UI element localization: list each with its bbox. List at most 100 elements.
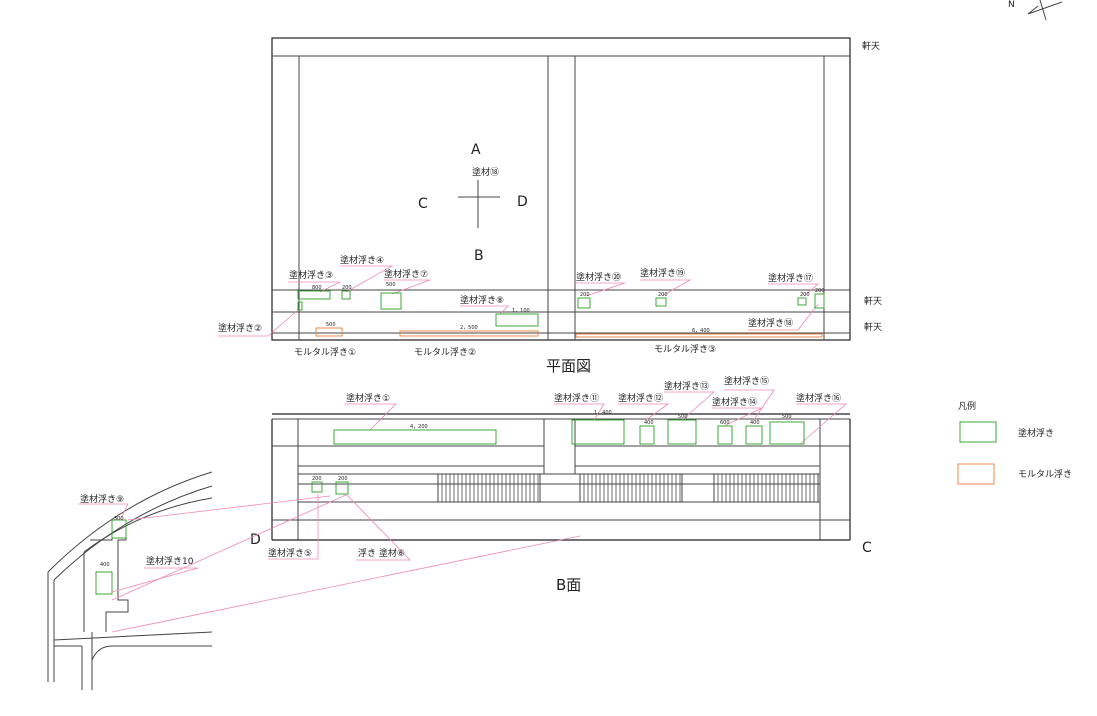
dim-200f: 200 <box>312 476 322 482</box>
label-e1: 塗材浮き① <box>346 392 390 404</box>
section-roof-curve-3 <box>83 497 213 553</box>
eave-label-3: 軒天 <box>864 322 882 333</box>
mortar-box-m1 <box>315 327 343 337</box>
leader-e6 <box>345 493 411 561</box>
leader-section-1 <box>127 495 331 521</box>
shutter-1 <box>437 473 541 503</box>
legend: 凡例 塗材浮き モルタル浮き <box>957 400 1072 485</box>
dim-200e: 200 <box>815 288 825 294</box>
elevation-view: 塗材浮き① 塗材浮き⑪ 塗材浮き⑫ 塗材浮き⑬ 塗材浮き⑭ 塗材浮き⑮ 塗材浮き… <box>250 375 872 594</box>
leader-e10 <box>111 567 199 593</box>
shutter-2 <box>579 473 683 503</box>
label-p2: 塗材浮き② <box>218 322 262 334</box>
defect-box-e6 <box>335 481 349 495</box>
section-view: 塗材浮き⑨ 塗材浮き10 300 400 <box>47 471 581 690</box>
legend-swatch-coating <box>959 421 997 443</box>
leader-e1 <box>344 403 397 431</box>
legend-swatch-mortar <box>957 463 995 485</box>
leader-p4 <box>340 265 394 293</box>
leader-e12 <box>618 403 670 421</box>
shutter-1-hatch <box>441 474 539 502</box>
defect-box-e5 <box>311 481 323 493</box>
label-p18: 塗材浮き⑱ <box>748 317 793 329</box>
label-e5: 塗材浮き⑤ <box>268 547 312 559</box>
shutter-2-hatch <box>583 474 681 502</box>
mortar-box-m2 <box>399 330 539 337</box>
defect-box-e11 <box>571 419 625 445</box>
compass-a: A <box>471 142 481 158</box>
dim-800: 800 <box>312 285 322 291</box>
dim-200g: 200 <box>338 476 348 482</box>
dim-300: 300 <box>114 516 124 522</box>
label-p17: 塗材浮き⑰ <box>768 272 813 284</box>
defect-box-e1 <box>333 429 497 445</box>
dim-6400: 6，400 <box>692 328 710 334</box>
section-roof-curve-1 <box>47 471 213 573</box>
dim-200d: 200 <box>800 292 810 298</box>
defect-box-p4 <box>341 290 351 300</box>
defect-box-p17-b <box>814 293 825 309</box>
elev-mark-d: D <box>250 532 261 548</box>
dim-400c: 400 <box>100 562 110 568</box>
legend-label-coating: 塗材浮き <box>1018 427 1054 439</box>
dim-1400: 1，400 <box>594 410 612 416</box>
leader-section-2 <box>111 535 581 633</box>
plan-view: 軒天 軒天 軒天 A B C D 塗材⑱ <box>218 37 882 375</box>
dim-500b: 500 <box>326 322 336 328</box>
legend-label-mortar: モルタル浮き <box>1018 468 1072 480</box>
leader-p2 <box>218 309 299 337</box>
defect-box-p19 <box>655 297 667 307</box>
leader-e15 <box>724 389 775 421</box>
leader-e16 <box>796 403 848 445</box>
label-e10: 塗材浮き10 <box>146 555 194 567</box>
defect-box-p3 <box>297 290 331 300</box>
section-floor-2 <box>53 631 213 641</box>
label-e14: 塗材浮き⑭ <box>712 396 757 408</box>
dim-4200: 4，200 <box>410 424 428 430</box>
leader-e13 <box>664 391 716 421</box>
dim-1100: 1，100 <box>512 308 530 314</box>
dim-500d: 500 <box>782 414 792 420</box>
defect-box-p7 <box>380 292 402 310</box>
leader-e11 <box>554 403 605 421</box>
label-p3: 塗材浮き③ <box>289 269 333 281</box>
label-p8: 塗材浮き⑧ <box>460 294 504 306</box>
defect-box-e13 <box>667 419 697 445</box>
compass-center-label: 塗材⑱ <box>472 166 499 178</box>
dim-500c: 500 <box>678 414 688 420</box>
leader-section-3 <box>111 493 349 601</box>
defect-box-p2 <box>297 301 303 311</box>
direction-compass: A B C D 塗材⑱ <box>418 142 528 264</box>
section-floor-3 <box>91 645 212 661</box>
compass-b: B <box>474 248 484 264</box>
plan-outline <box>271 37 851 341</box>
defect-box-e12 <box>639 425 655 445</box>
dim-200c: 200 <box>658 292 668 298</box>
plan-title: 平面図 <box>546 357 591 375</box>
label-e11: 塗材浮き⑪ <box>554 392 599 404</box>
label-e13: 塗材浮き⑬ <box>664 380 709 392</box>
dim-2500: 2，500 <box>460 325 478 331</box>
dim-200a: 200 <box>342 285 352 291</box>
mortar-box-m3 <box>575 333 823 338</box>
defect-box-p17-a <box>797 297 807 306</box>
defect-box-e9 <box>111 519 127 539</box>
dim-500a: 500 <box>386 282 396 288</box>
elevation-title: B面 <box>556 576 581 594</box>
leader-p20 <box>574 282 626 297</box>
leader-p8 <box>460 305 509 315</box>
dim-400a: 400 <box>644 420 654 426</box>
leader-e9 <box>78 503 129 521</box>
north-arrow: N <box>1008 0 1063 21</box>
leader-p17 <box>768 283 820 297</box>
shutter-3-hatch <box>717 474 815 502</box>
label-e12: 塗材浮き⑫ <box>618 392 663 404</box>
leader-p3 <box>288 281 341 293</box>
defect-box-p8 <box>495 313 539 327</box>
defect-box-p20 <box>577 297 591 309</box>
label-p20: 塗材浮き⑳ <box>576 271 621 283</box>
label-m3: モルタル浮き③ <box>654 343 716 355</box>
defect-box-e15 <box>745 425 763 445</box>
elev-mark-c: C <box>862 540 872 556</box>
